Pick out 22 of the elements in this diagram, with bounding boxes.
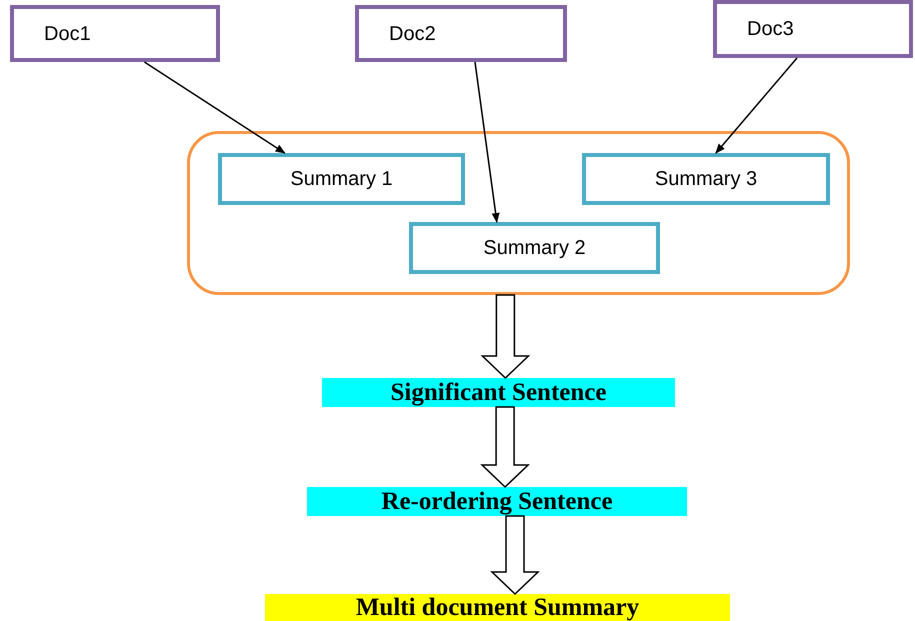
block-arrow: [480, 294, 530, 380]
node-label: Doc1: [44, 23, 91, 46]
node-label: Doc3: [747, 18, 794, 41]
document-box: [355, 5, 567, 62]
document-box: [10, 5, 220, 62]
block-arrow: [490, 515, 540, 596]
arrow: [144, 61, 286, 154]
arrow: [474, 62, 500, 223]
document-box: [713, 0, 913, 58]
arrow: [715, 58, 798, 154]
highlighted-step: Significant Sentence: [322, 378, 675, 407]
group-box: [187, 131, 850, 295]
summary-box: [409, 222, 660, 274]
highlighted-result: Multi document Summary: [265, 594, 730, 621]
node-label: Summary 2: [483, 236, 586, 260]
block-arrow: [480, 406, 530, 488]
summary-box: [582, 153, 830, 205]
highlighted-step: Re-ordering Sentence: [307, 487, 687, 516]
node-label: Doc2: [389, 23, 436, 46]
node-label: Summary 3: [654, 168, 758, 190]
summary-box: [218, 153, 465, 205]
node-label: Summary 1: [290, 168, 393, 190]
